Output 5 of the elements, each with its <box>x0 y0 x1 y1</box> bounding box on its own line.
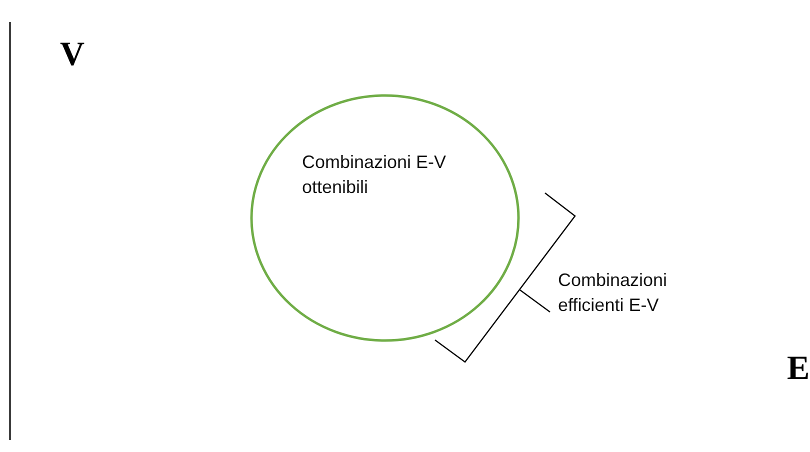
bracket-label: Combinazioni efficienti E-V <box>558 269 668 317</box>
axis-label: E <box>787 352 810 386</box>
axis-label: V <box>60 38 85 72</box>
region-label: Combinazioni E-V ottenibili <box>302 151 448 199</box>
ellipse-region <box>250 94 520 342</box>
